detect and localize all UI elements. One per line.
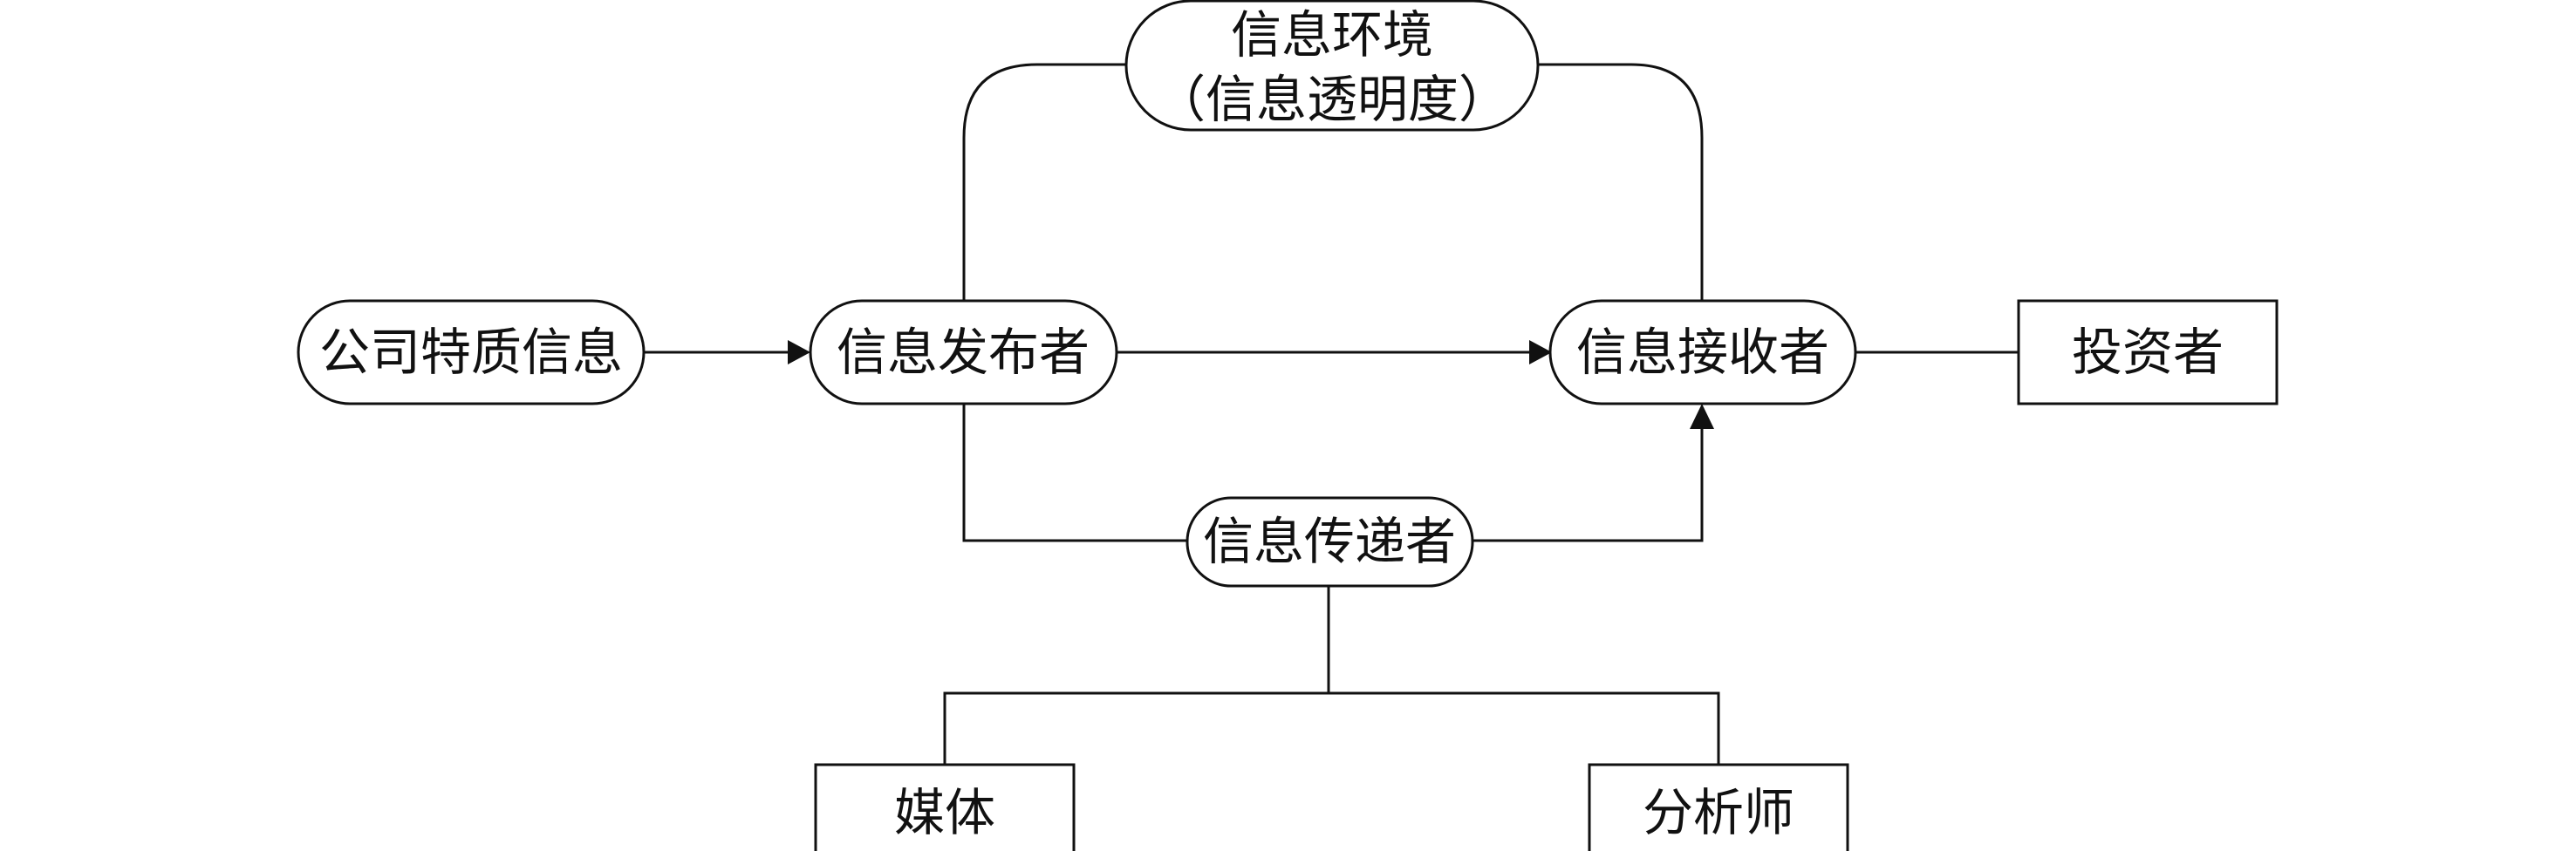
node-info-environment-line1: 信息环境 [1231, 5, 1433, 65]
node-analyst: 分析师 [1588, 763, 1849, 851]
node-investor: 投资者 [2017, 299, 2279, 405]
node-investor-label: 投资者 [2072, 323, 2224, 382]
edge-transmitter-receiver [1472, 427, 1704, 542]
node-media-label: 媒体 [894, 783, 995, 842]
node-info-publisher: 信息发布者 [809, 299, 1118, 405]
arrowheads [788, 340, 1714, 429]
arrowhead-to-publisher [788, 340, 810, 364]
node-info-receiver-label: 信息接收者 [1576, 323, 1829, 382]
node-info-transmitter: 信息传递者 [1186, 496, 1474, 588]
node-analyst-label: 分析师 [1643, 783, 1794, 842]
arrowhead-to-receiver [1529, 340, 1552, 364]
node-media: 媒体 [814, 763, 1076, 851]
node-info-publisher-label: 信息发布者 [837, 323, 1090, 382]
connectors [644, 63, 2019, 765]
arrowhead-transmitter-to-receiver [1690, 404, 1714, 429]
edge-environment-receiver [1538, 63, 1704, 301]
node-company-info: 公司特质信息 [297, 299, 646, 405]
edge-publisher-transmitter [962, 404, 1187, 542]
node-company-info-label: 公司特质信息 [319, 323, 623, 382]
edge-publisher-environment [962, 63, 1126, 301]
node-info-environment: 信息环境 （信息透明度） [1124, 0, 1540, 132]
node-info-receiver: 信息接收者 [1548, 299, 1857, 405]
node-info-environment-line2: （信息透明度） [1155, 70, 1509, 129]
node-info-transmitter-label: 信息传递者 [1203, 512, 1456, 571]
edge-media-analyst-bar [943, 691, 1720, 765]
